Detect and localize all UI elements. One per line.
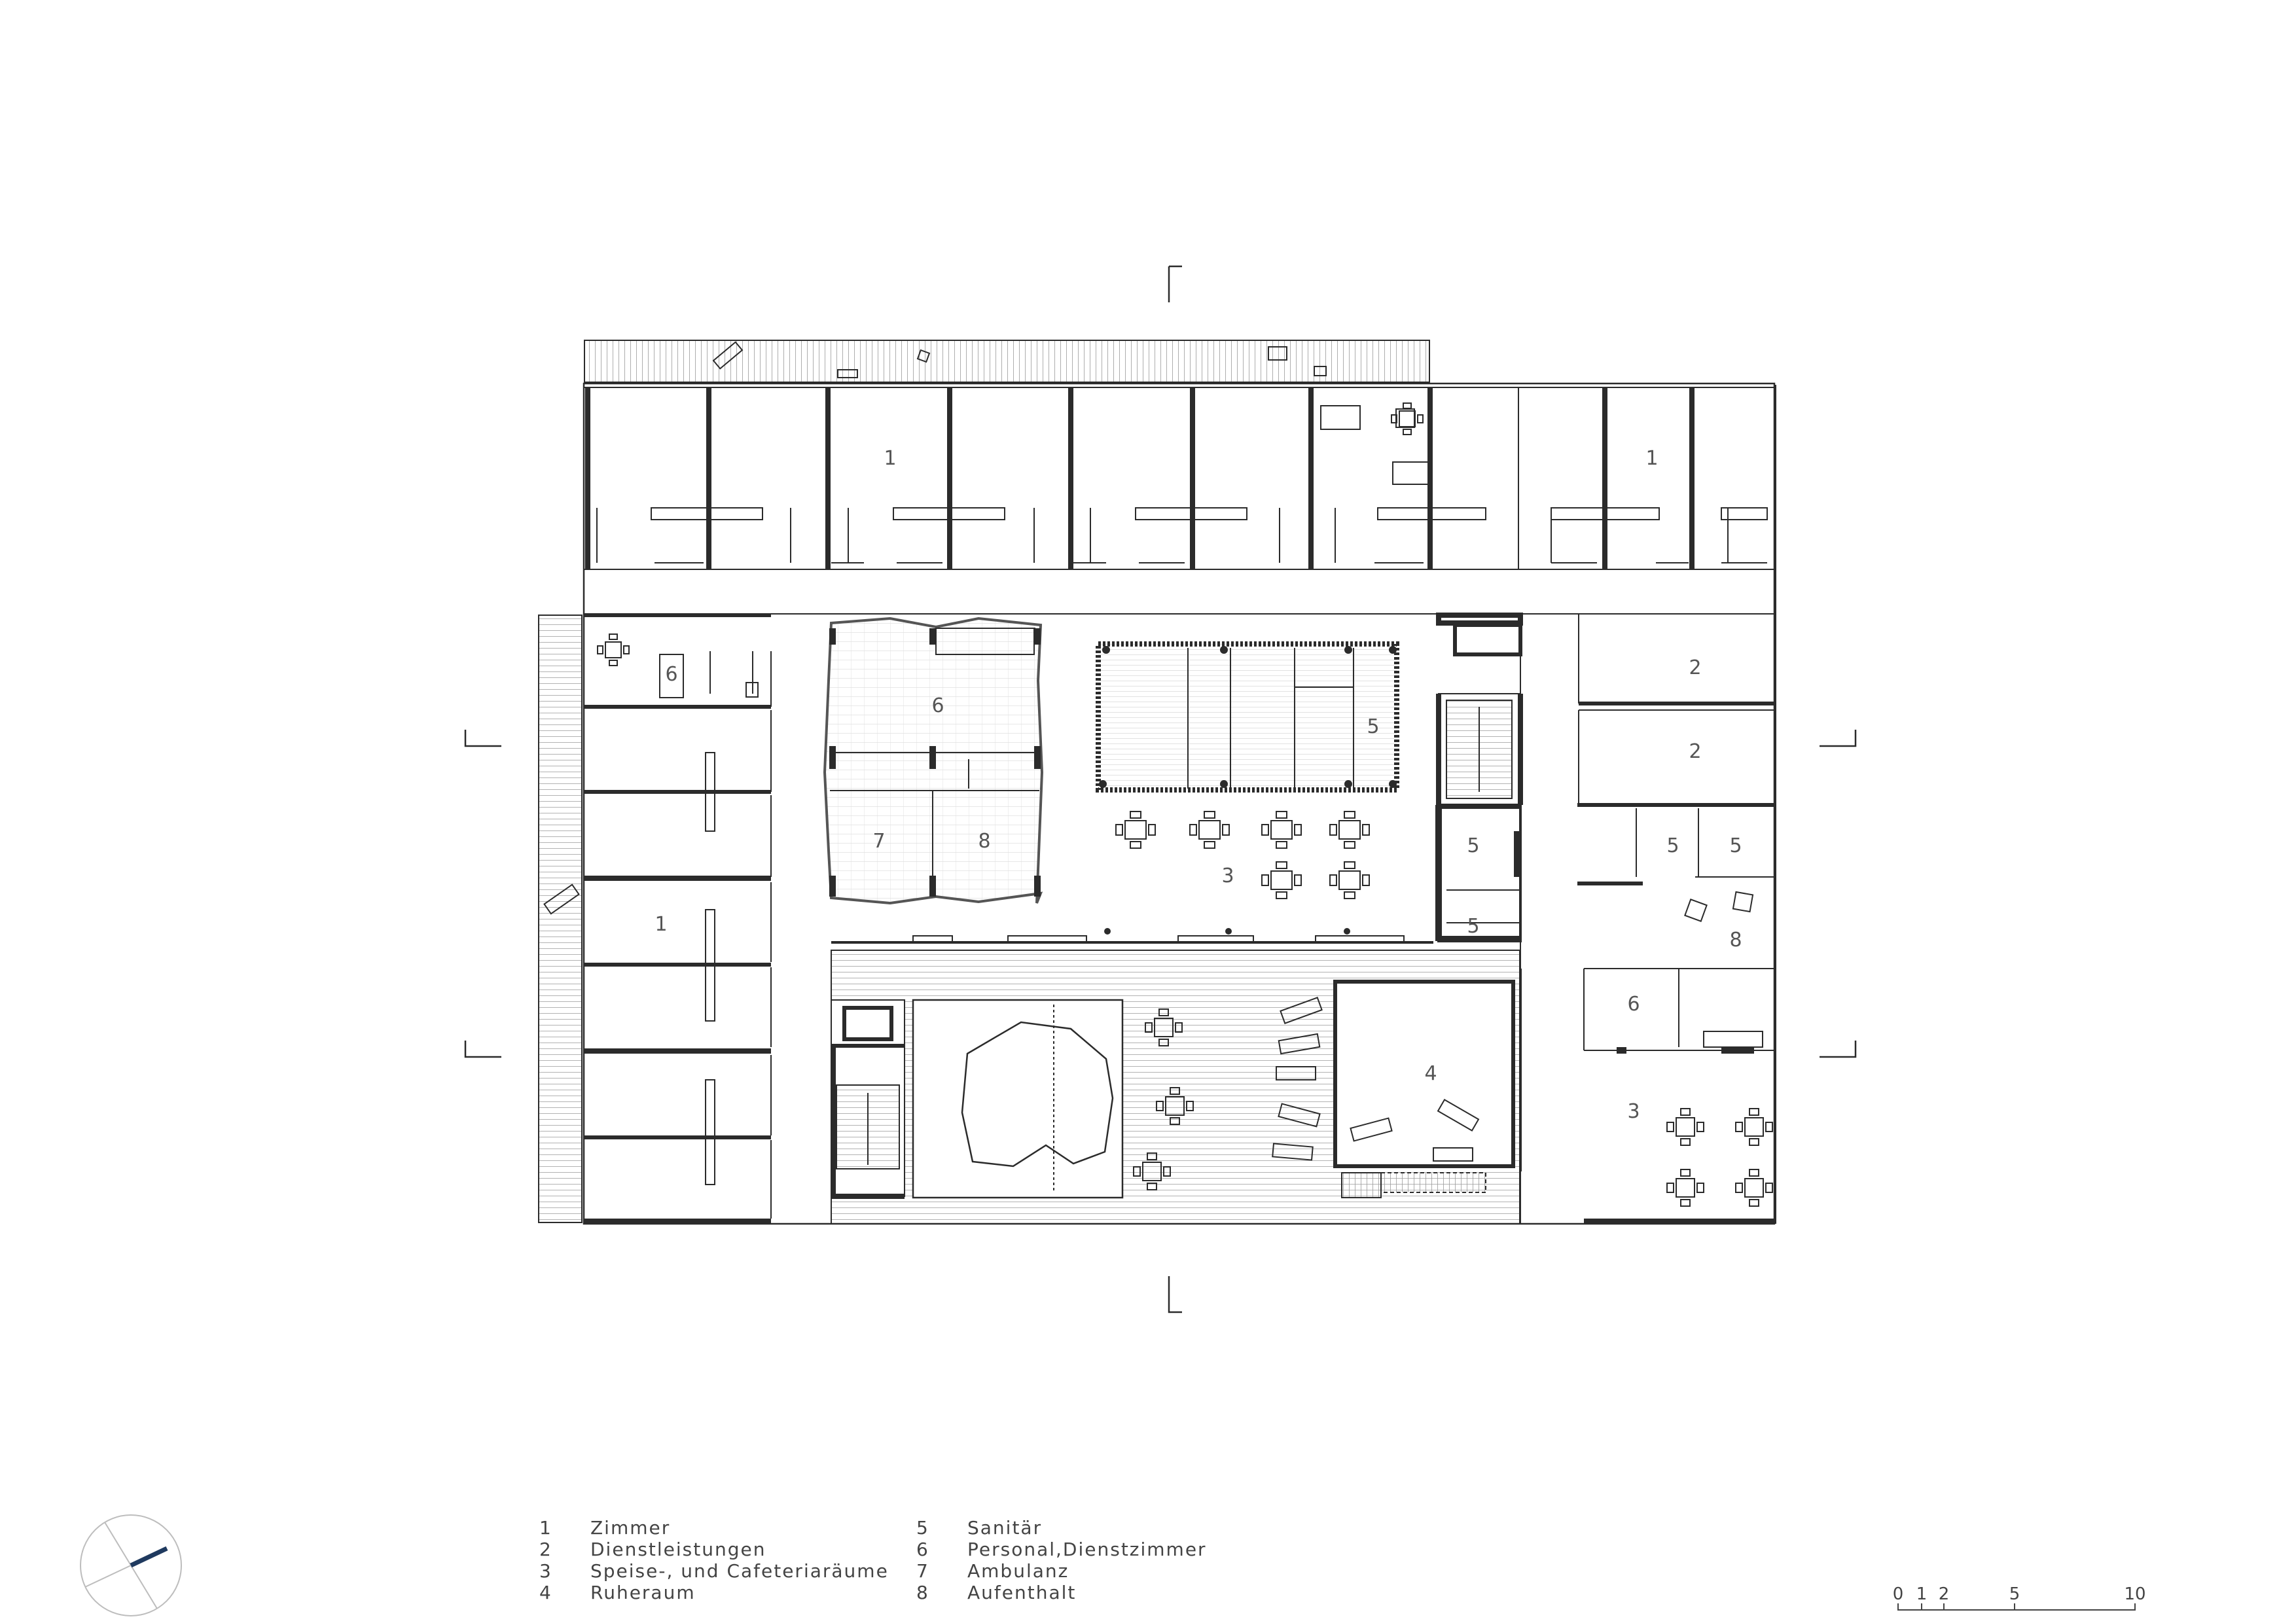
- room-labels: 1 1 1 2 2 3 3 4 5 5 5 5 5 6 6 6 7 8 8: [655, 447, 1742, 1123]
- legend-text: Personal,Dienstzimmer: [967, 1539, 1207, 1560]
- compass-icon: [80, 1514, 182, 1616]
- legend-num: 4: [539, 1582, 552, 1603]
- scale-tick-1: 1: [1916, 1584, 1928, 1604]
- room-label-7: 7: [872, 830, 885, 853]
- room-label-8: 8: [978, 830, 990, 853]
- room-label-5: 5: [1729, 834, 1742, 857]
- room-label-6: 6: [1627, 993, 1640, 1016]
- legend-text: Zimmer: [590, 1517, 671, 1539]
- clinic-block: [823, 616, 1044, 905]
- scale-tick-5: 5: [2009, 1584, 2020, 1604]
- room-label-2: 2: [1689, 656, 1701, 679]
- room-label-8: 8: [1729, 929, 1742, 952]
- legend-num: 3: [539, 1560, 552, 1582]
- legend-num: 6: [916, 1539, 929, 1560]
- lounge-room: [1333, 980, 1515, 1198]
- room-label-1: 1: [655, 913, 667, 936]
- legend-item: 8 Aufenthalt: [916, 1582, 1207, 1603]
- legend-num: 8: [916, 1582, 929, 1603]
- room-label-2: 2: [1689, 740, 1701, 763]
- east-block: [1435, 385, 1776, 1224]
- section-marker-top: [1168, 265, 1182, 302]
- section-marker-right: [1820, 730, 1857, 1058]
- north-room-row: [584, 387, 1774, 615]
- legend-text: Ruheraum: [590, 1582, 696, 1603]
- west-terrace: [538, 615, 583, 1223]
- room-label-5: 5: [1467, 834, 1479, 857]
- columns: [1099, 646, 1397, 935]
- legend-item: 7 Ambulanz: [916, 1560, 1207, 1582]
- legend-text: Ambulanz: [967, 1560, 1069, 1582]
- room-label-6: 6: [931, 694, 944, 717]
- legend-item: 3 Speise-, und Cafeteriaräume: [539, 1560, 889, 1582]
- legend-num: 5: [916, 1517, 929, 1539]
- legend-num: 7: [916, 1560, 929, 1582]
- legend-text: Speise-, und Cafeteriaräume: [590, 1560, 889, 1582]
- scale-tick-10: 10: [2124, 1584, 2145, 1604]
- room-label-3: 3: [1627, 1100, 1640, 1123]
- legend-item: 2 Dienstleistungen: [539, 1539, 889, 1560]
- legend-item: 4 Ruheraum: [539, 1582, 889, 1603]
- room-label-5: 5: [1666, 834, 1679, 857]
- legend-text: Dienstleistungen: [590, 1539, 766, 1560]
- room-label-6: 6: [665, 663, 677, 686]
- furniture-loungers: [543, 341, 1754, 1162]
- sanitary-block: [1096, 641, 1399, 793]
- legend-left: 1 Zimmer 2 Dienstleistungen 3 Speise-, und …: [539, 1517, 889, 1603]
- legend-right: 5 Sanitär 6 Personal,Dienstzimmer 7 Ambulan…: [916, 1517, 1207, 1603]
- room-label-1: 1: [1645, 447, 1658, 470]
- corridor-wall: [831, 935, 1433, 951]
- west-room-column: [584, 613, 772, 1224]
- legend-num: 1: [539, 1517, 552, 1539]
- legend-item: 5 Sanitär: [916, 1517, 1207, 1539]
- scale-tick-2: 2: [1939, 1584, 1950, 1604]
- legend-item: 6 Personal,Dienstzimmer: [916, 1539, 1207, 1560]
- legend-item: 1 Zimmer: [539, 1517, 889, 1539]
- room-label-1: 1: [884, 447, 896, 470]
- room-label-4: 4: [1424, 1062, 1437, 1085]
- room-label-5: 5: [1467, 915, 1479, 938]
- room-label-5: 5: [1367, 715, 1379, 738]
- section-marker-left: [464, 730, 501, 1058]
- stair-west: [831, 999, 905, 1199]
- scale-bar: 0 1 2 5 10: [1893, 1584, 2146, 1611]
- north-terrace: [584, 340, 1430, 383]
- legend-text: Sanitär: [967, 1517, 1043, 1539]
- furniture-tables: [597, 402, 1773, 1207]
- legend-text: Aufenthalt: [967, 1582, 1077, 1603]
- room-label-3: 3: [1221, 865, 1234, 887]
- section-marker-bottom: [1168, 1276, 1182, 1313]
- legend-num: 2: [539, 1539, 552, 1560]
- scale-tick-0: 0: [1893, 1584, 1904, 1604]
